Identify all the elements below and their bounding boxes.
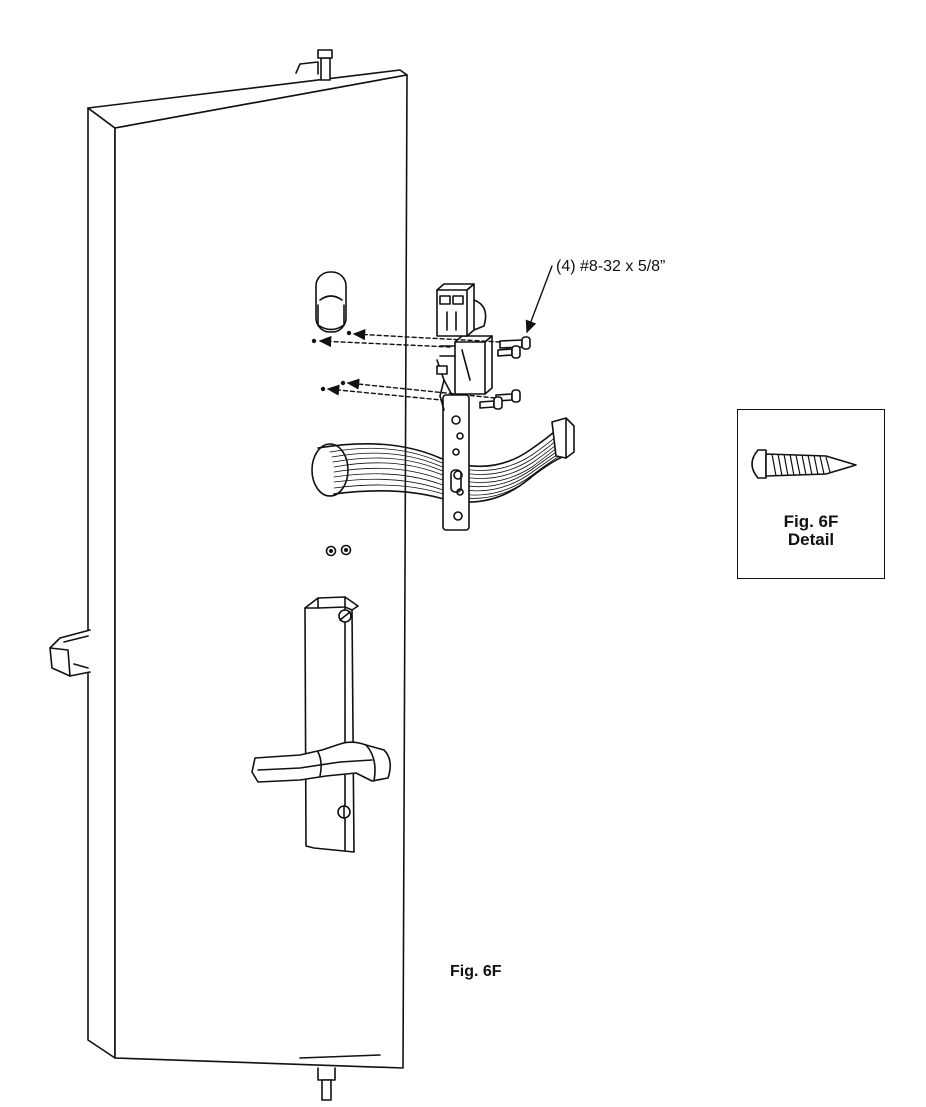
door-icon: [87, 49, 408, 1101]
cylinder-cutout-icon: [315, 271, 347, 333]
lever-handle-icon: [251, 596, 392, 853]
detail-caption: Fig. 6F Detail: [738, 513, 884, 549]
switch-block-icon: [436, 283, 487, 337]
screw-icon: [497, 345, 521, 359]
lock-plate-icon: [442, 394, 470, 531]
exit-device-handle-icon: [49, 629, 91, 677]
screw-icon: [751, 449, 857, 479]
detail-inset: Fig. 6F Detail: [737, 409, 885, 579]
solenoid-module-icon: [436, 335, 493, 411]
screw-icon: [479, 396, 503, 410]
detail-title: Fig. 6F: [783, 512, 839, 531]
detail-subtitle: Detail: [787, 530, 835, 549]
screw-callout-label: (4) #8-32 x 5/8”: [556, 258, 666, 275]
screw-set: [479, 336, 531, 410]
mounting-holes: [311, 330, 352, 392]
callout-leader-line: [525, 265, 553, 334]
assembly-arrows: [318, 329, 501, 402]
figure-caption: Fig. 6F: [450, 963, 502, 980]
through-holes: [325, 544, 352, 557]
screw-icon: [495, 389, 521, 403]
